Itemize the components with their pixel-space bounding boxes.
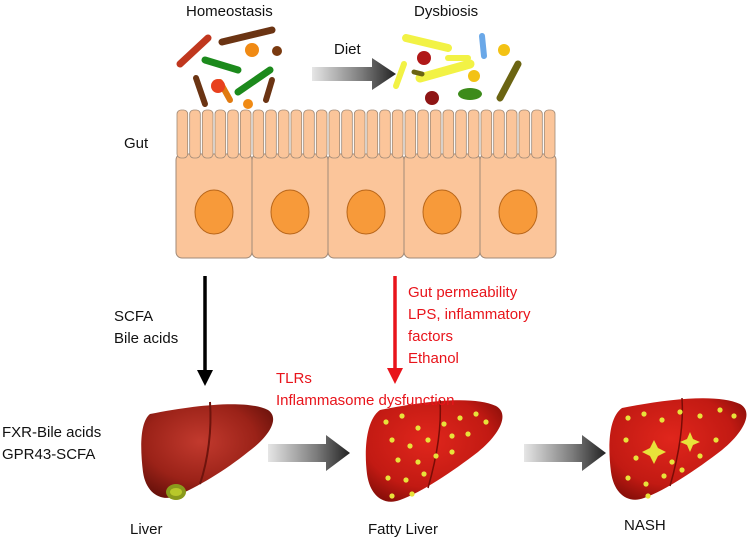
- lps-line: LPS, inflammatory: [408, 306, 531, 323]
- fibrosis-star: [680, 432, 700, 452]
- fat-droplet: [713, 437, 719, 443]
- permeability-line: Gut permeability: [408, 284, 518, 301]
- liver-icon: [141, 401, 274, 500]
- progression-arrow: [524, 435, 606, 471]
- fat-droplet: [407, 443, 413, 449]
- fat-droplet: [415, 425, 421, 431]
- ethanol-line: Ethanol: [408, 350, 459, 367]
- fat-droplet: [717, 407, 723, 413]
- fat-droplet: [383, 419, 389, 425]
- fat-droplet: [731, 413, 737, 419]
- fxr-line: FXR-Bile acids: [2, 424, 102, 441]
- fat-droplet: [389, 437, 395, 443]
- nucleus: [498, 189, 538, 235]
- epithelial-cell: [251, 109, 329, 259]
- nucleus: [194, 189, 234, 235]
- nash-label: NASH: [624, 517, 666, 534]
- fat-droplet: [661, 473, 667, 479]
- epithelial-cell: [403, 109, 481, 259]
- fat-droplet: [449, 449, 455, 455]
- homeostasis-label: Homeostasis: [186, 3, 273, 20]
- receptors-label: FXR-Bile acids GPR43-SCFA: [2, 422, 101, 466]
- fat-droplet: [449, 433, 455, 439]
- scfa-line: SCFA: [114, 308, 154, 325]
- fat-droplet: [643, 481, 649, 487]
- fat-droplet: [409, 491, 415, 497]
- fat-droplet: [389, 493, 395, 499]
- fat-droplet: [677, 409, 683, 415]
- tlrs-line: TLRs: [276, 370, 312, 387]
- fat-droplet: [659, 417, 665, 423]
- tlrs-label: TLRs Inflammasome dysfunction: [276, 368, 454, 412]
- fat-droplet: [395, 457, 401, 463]
- fat-droplet: [421, 471, 427, 477]
- inflammasome-line: Inflammasome dysfunction: [276, 392, 455, 409]
- diet-label: Diet: [334, 41, 361, 58]
- fat-droplet: [669, 459, 675, 465]
- permeability-label: Gut permeability LPS, inflammatory facto…: [408, 282, 531, 370]
- fat-droplet: [399, 413, 405, 419]
- fat-droplet: [403, 477, 409, 483]
- fat-droplet: [641, 411, 647, 417]
- intestinal-epithelium-icon: [175, 109, 557, 259]
- fibrosis-star: [642, 440, 666, 464]
- fatty-liver-icon: [365, 399, 503, 502]
- permeability-arrow: [387, 276, 403, 384]
- fat-droplet: [473, 411, 479, 417]
- fat-droplet: [633, 455, 639, 461]
- scfa-label: SCFA Bile acids: [114, 306, 178, 350]
- gut-label: Gut: [124, 135, 149, 152]
- fat-droplet: [385, 475, 391, 481]
- nucleus: [270, 189, 310, 235]
- fat-droplet: [645, 493, 651, 499]
- fat-droplet: [679, 467, 685, 473]
- fat-droplet: [697, 413, 703, 419]
- fat-droplet: [465, 431, 471, 437]
- fat-droplet: [441, 421, 447, 427]
- factors-line: factors: [408, 328, 454, 345]
- epithelial-cell: [327, 109, 405, 259]
- fat-droplet: [623, 437, 629, 443]
- dysbiosis-label: Dysbiosis: [414, 3, 479, 20]
- fat-droplet: [625, 415, 631, 421]
- epithelial-cell: [479, 109, 557, 259]
- fat-droplet: [457, 415, 463, 421]
- epithelial-cell: [175, 109, 253, 259]
- progression-arrow: [268, 435, 350, 471]
- liver-label: Liver: [130, 521, 163, 538]
- gpr43-line: GPR43-SCFA: [2, 446, 96, 463]
- nucleus: [422, 189, 462, 235]
- fat-droplet: [483, 419, 489, 425]
- nucleus: [346, 189, 386, 235]
- bile-acids-line: Bile acids: [114, 330, 179, 347]
- fat-droplet: [697, 453, 703, 459]
- bacteria-cluster-icon: [176, 26, 282, 109]
- fat-droplet: [433, 453, 439, 459]
- fatty-liver-label: Fatty Liver: [368, 521, 439, 538]
- fat-droplet: [425, 437, 431, 443]
- scfa-arrow: [197, 276, 213, 386]
- fat-droplet: [625, 475, 631, 481]
- nash-liver-icon: [609, 397, 747, 500]
- bacteria-cluster-icon: [393, 33, 522, 105]
- diet-arrow: [312, 58, 396, 90]
- fat-droplet: [415, 459, 421, 465]
